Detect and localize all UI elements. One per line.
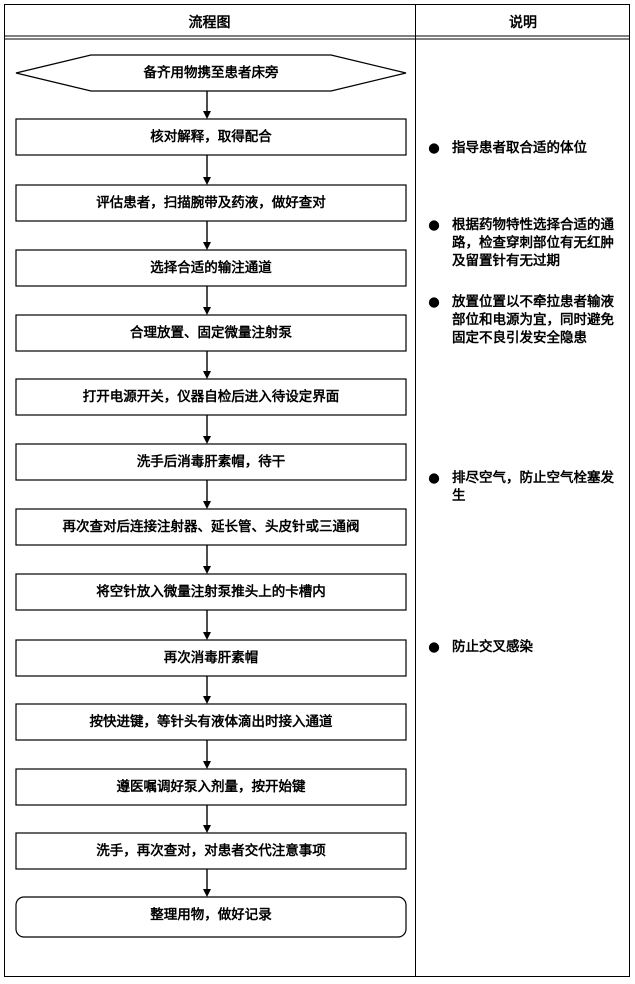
arrow-head-icon — [203, 889, 211, 897]
note-text: 防止交叉感染 — [452, 639, 533, 655]
arrow-head-icon — [203, 696, 211, 704]
process-box — [15, 703, 407, 741]
flow-step: 洗手后消毒肝素帽，待干 — [136, 454, 286, 470]
arrow-head-icon — [203, 436, 211, 444]
process-box — [15, 443, 407, 481]
table-border — [4, 4, 630, 977]
arrow-head-icon — [203, 371, 211, 379]
note-text: 放置位置以不牵拉患者输液部位和电源为宜，同时避免固定不良引发安全隐患 — [452, 294, 614, 346]
arrow-head-icon — [203, 566, 211, 574]
flow-step: 核对解释，取得配合 — [150, 129, 272, 145]
note-text: 排尽空气，防止空气栓塞发生 — [452, 470, 614, 504]
arrow-head-icon — [203, 307, 211, 315]
note-item: ● 防止交叉感染 — [424, 638, 629, 656]
process-box — [15, 184, 407, 222]
note-item: ● 排尽空气，防止空气栓塞发生 — [424, 469, 629, 505]
bullet-icon: ● — [428, 140, 440, 156]
process-box — [15, 573, 407, 611]
bullet-icon: ● — [428, 470, 440, 486]
process-box — [15, 832, 407, 870]
flow-step: 遵医嘱调好泵入剂量，按开始键 — [116, 779, 306, 795]
arrow-head-icon — [203, 177, 211, 185]
flow-step: 将空针放入微量注射泵推头上的卡槽内 — [96, 584, 326, 600]
flow-step: 评估患者，扫描腕带及药液，做好查对 — [96, 195, 326, 211]
process-box — [15, 639, 407, 677]
note-item: ● 根据药物特性选择合适的通路，检查穿刺部位有无红肿及留置针有无过期 — [424, 216, 629, 270]
notes-column-header: 说明 — [509, 15, 537, 31]
bullet-icon: ● — [428, 217, 440, 233]
flow-step: 洗手，再次查对，对患者交代注意事项 — [96, 843, 326, 859]
flow-step: 打开电源开关，仪器自检后进入待设定界面 — [82, 389, 340, 405]
process-box — [15, 768, 407, 806]
flow-step-start: 备齐用物携至患者床旁 — [143, 65, 279, 81]
bullet-icon: ● — [428, 294, 440, 310]
table-and-flow-graphics — [4, 4, 630, 977]
flow-column-header: 流程图 — [188, 15, 231, 31]
arrow-head-icon — [203, 111, 211, 119]
start-hexagon-shape — [15, 54, 407, 92]
arrow-head-icon — [203, 501, 211, 509]
note-text: 根据药物特性选择合适的通路，检查穿刺部位有无红肿及留置针有无过期 — [452, 217, 614, 269]
flow-step: 合理放置、固定微量注射泵 — [130, 325, 292, 341]
note-text: 指导患者取合适的体位 — [452, 140, 587, 156]
flow-step-end: 整理用物，做好记录 — [150, 907, 272, 923]
bullet-icon: ● — [428, 639, 440, 655]
arrow-head-icon — [203, 632, 211, 640]
process-box — [15, 118, 407, 156]
arrow-head-icon — [203, 761, 211, 769]
process-box — [15, 314, 407, 352]
flow-step: 再次消毒肝素帽 — [163, 650, 259, 666]
process-box — [15, 508, 407, 546]
process-box — [15, 378, 407, 416]
flow-step: 选择合适的输注通道 — [150, 260, 272, 276]
note-item: ● 放置位置以不牵拉患者输液部位和电源为宜，同时避免固定不良引发安全隐患 — [424, 293, 629, 347]
flow-step: 按快进键，等针头有液体滴出时接入通道 — [89, 714, 333, 730]
flow-step: 再次查对后连接注射器、延长管、头皮针或三通阀 — [62, 519, 360, 535]
note-item: ● 指导患者取合适的体位 — [424, 139, 629, 157]
flowchart-table: 流程图 说明 备齐用物携至患者床旁 核对解释，取得配合 评估患者，扫描腕带及药液… — [4, 4, 630, 977]
process-box — [15, 249, 407, 287]
end-rounded-box — [15, 896, 407, 938]
arrow-head-icon — [203, 825, 211, 833]
arrow-head-icon — [203, 242, 211, 250]
